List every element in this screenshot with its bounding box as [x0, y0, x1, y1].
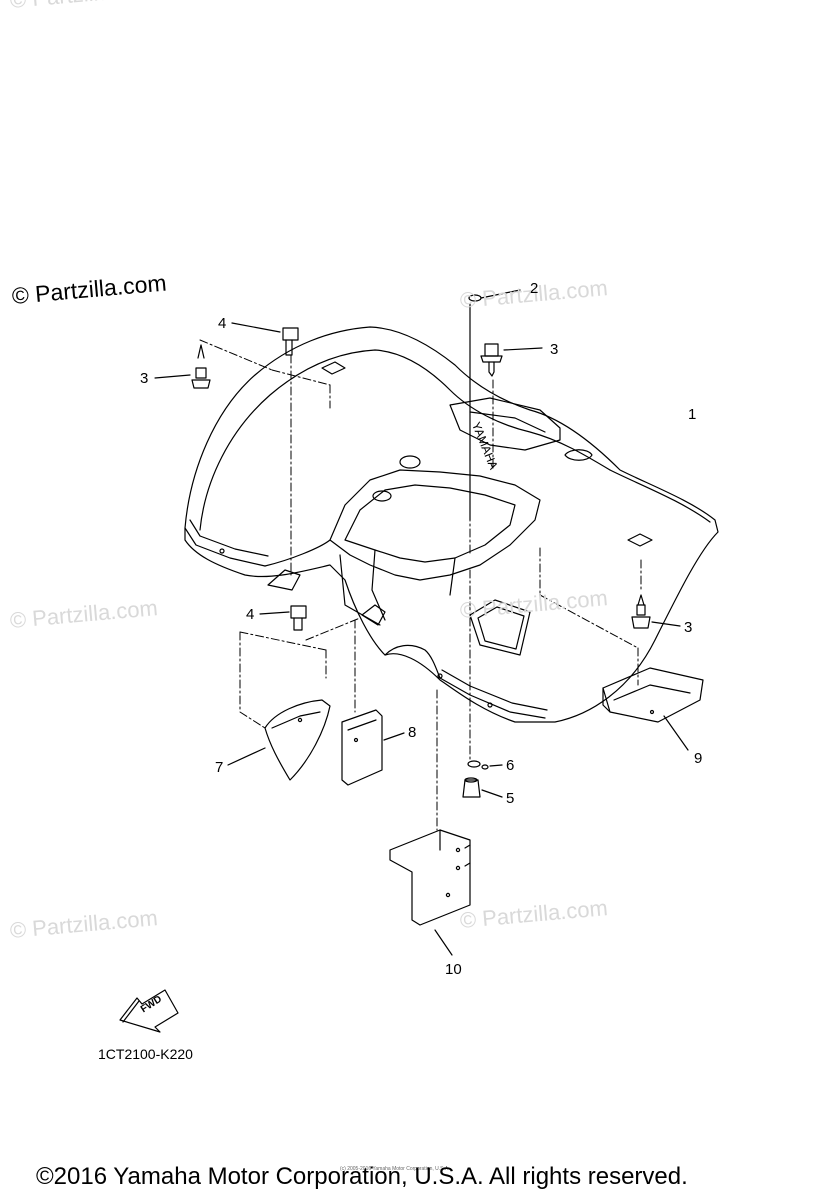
- part-9-cover: [602, 667, 704, 751]
- callout-6: 6: [506, 757, 515, 774]
- copyright-footer: ©2016 Yamaha Motor Corporation, U.S.A. A…: [36, 1163, 688, 1190]
- part-3-bolt-top: [480, 343, 543, 377]
- callout-3-right: 3: [684, 619, 693, 636]
- guide-lines: [199, 304, 642, 831]
- part-3-bolt-right: [631, 594, 681, 629]
- fine-print: (c) 2005-2016 Yamaha Motor Corporation, …: [340, 1166, 450, 1172]
- diagram-code: 1CT2100-K220: [98, 1046, 193, 1062]
- callout-5: 5: [506, 790, 515, 807]
- fwd-arrow-icon: [119, 989, 179, 1033]
- callout-2: 2: [530, 280, 539, 297]
- part-2-plug: [468, 289, 521, 521]
- callout-4-top: 4: [218, 315, 227, 332]
- callout-3-left: 3: [140, 370, 149, 387]
- callout-3-top: 3: [550, 341, 559, 358]
- part-4-bolt-top: [231, 322, 299, 356]
- rear-fender: [184, 326, 719, 723]
- part-4-bolt-lower: [259, 605, 307, 631]
- part-6-clip: [467, 760, 503, 770]
- callout-10: 10: [445, 961, 462, 978]
- callout-9: 9: [694, 750, 703, 767]
- part-10-guard: [389, 829, 471, 956]
- part-7-flap: [227, 699, 331, 781]
- callout-8: 8: [408, 724, 417, 741]
- part-8-panel: [341, 709, 405, 786]
- callout-4-lower: 4: [246, 606, 255, 623]
- part-3-bolt-left: [154, 344, 211, 389]
- part-5-grommet: [462, 777, 503, 798]
- callout-7: 7: [215, 759, 224, 776]
- callout-1: 1: [688, 406, 697, 423]
